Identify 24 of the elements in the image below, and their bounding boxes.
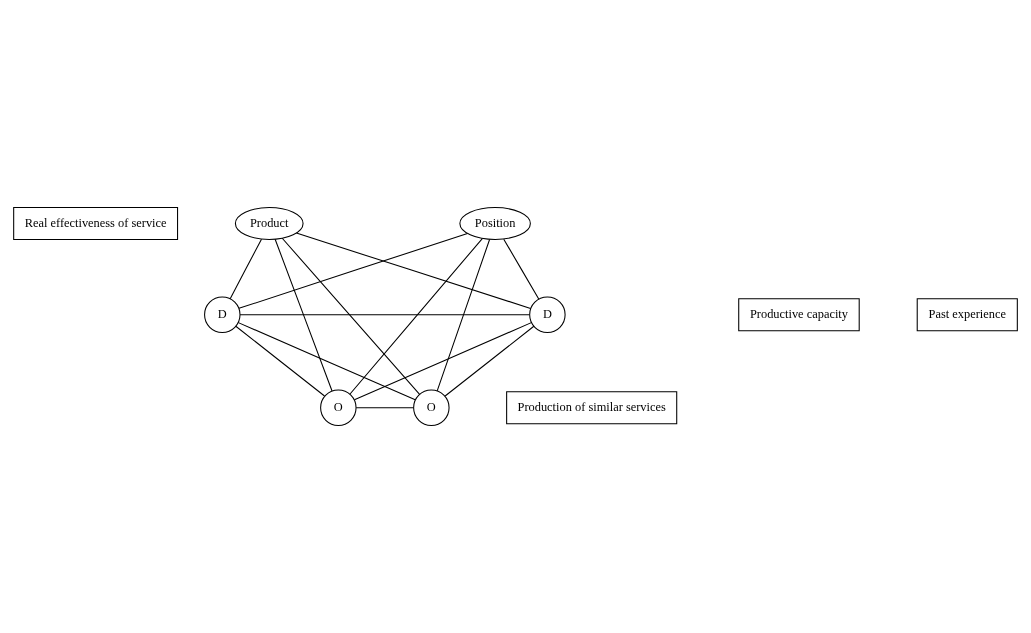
connector xyxy=(274,238,333,392)
node-box: Past experience xyxy=(916,298,1018,332)
connector xyxy=(349,238,483,395)
node-circle: O xyxy=(320,389,357,426)
connector xyxy=(235,325,326,397)
node-circle: O xyxy=(413,389,450,426)
node-circle: D xyxy=(529,296,566,333)
connector xyxy=(239,314,530,316)
node-box: Production of similar services xyxy=(506,391,678,425)
connector xyxy=(237,322,416,401)
node-ellipse: Position xyxy=(459,207,531,240)
connector xyxy=(295,232,532,309)
connector xyxy=(229,238,262,300)
connector xyxy=(353,322,532,401)
connector xyxy=(281,237,421,395)
connector xyxy=(503,238,540,300)
connector xyxy=(436,239,491,392)
connector xyxy=(355,407,414,409)
node-circle: D xyxy=(204,296,241,333)
node-box: Productive capacity xyxy=(738,298,860,332)
connector xyxy=(238,232,468,309)
node-ellipse: Product xyxy=(234,207,304,240)
connector xyxy=(444,325,535,397)
node-box: Real effectiveness of service xyxy=(13,207,179,240)
